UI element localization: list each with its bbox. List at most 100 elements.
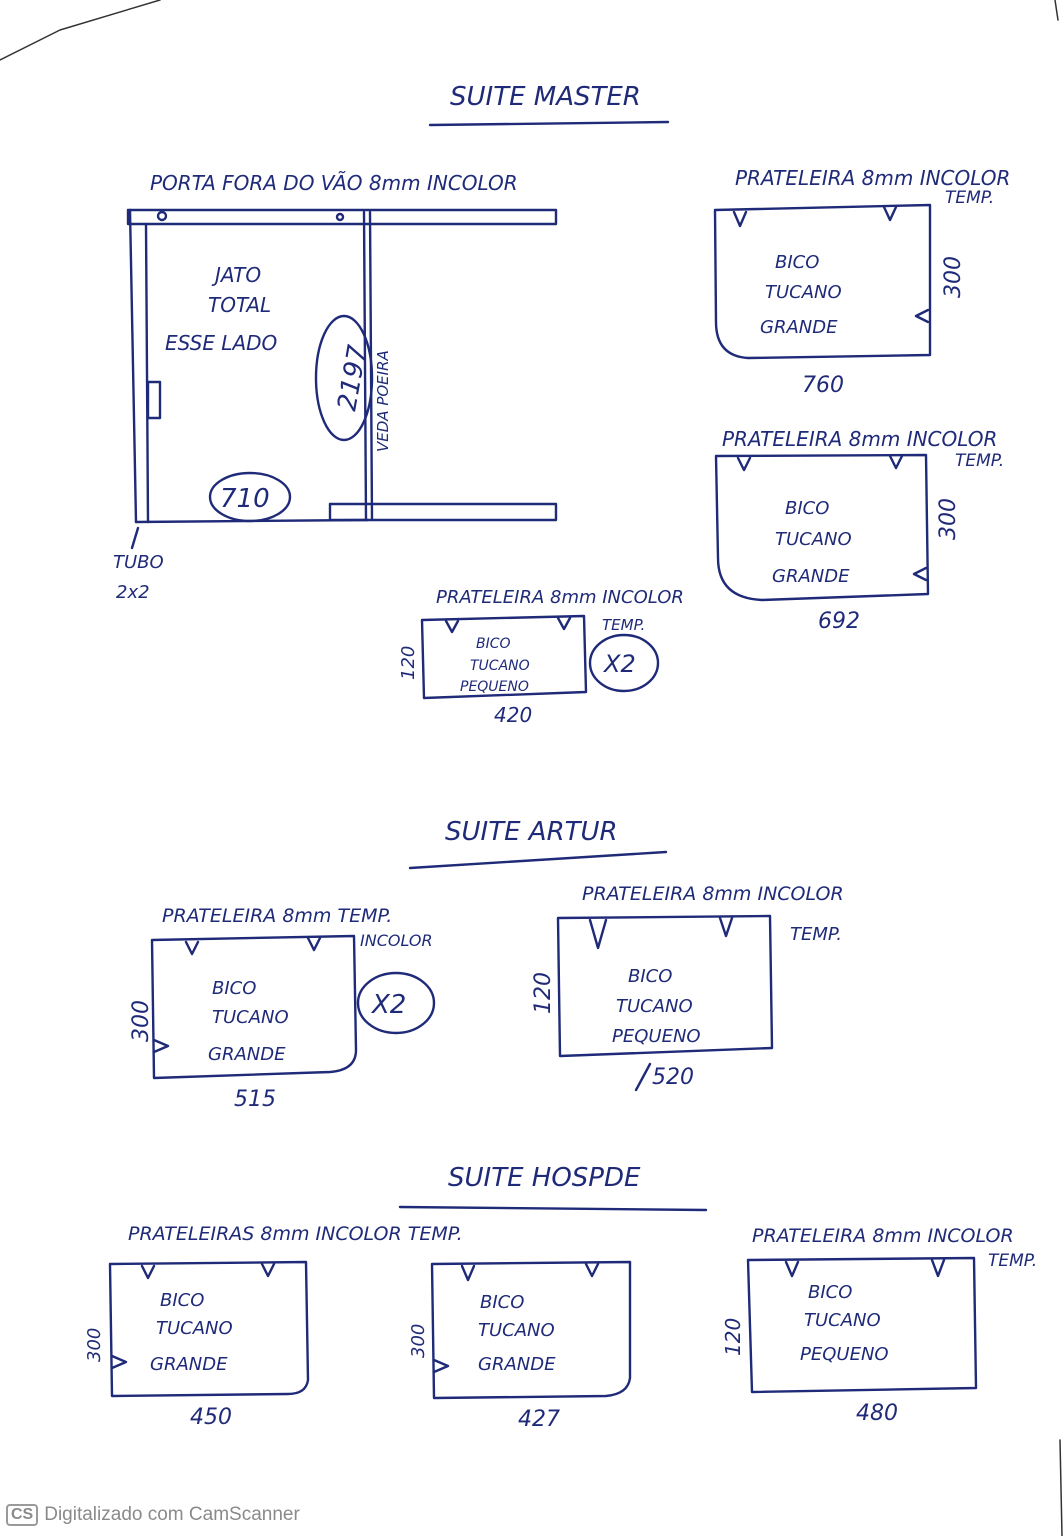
guest-pair-label: PRATELEIRAS 8mm INCOLOR TEMP.: [128, 1223, 463, 1245]
camscanner-logo-icon: CS: [6, 1504, 39, 1526]
shelf-line-2: TUCANO: [765, 282, 842, 303]
shelf-width: 450: [190, 1405, 232, 1430]
shelf-outline: [108, 1260, 310, 1398]
shelf-label-temp: TEMP.: [790, 924, 842, 945]
shelf-label-incolor: INCOLOR: [360, 931, 433, 950]
shelf-width: 692: [818, 609, 860, 634]
roller-right: [335, 212, 345, 222]
door-height: 2197: [332, 342, 373, 413]
master-shelf-2: PRATELEIRA 8mm INCOLOR TEMP. BICO TUCANO…: [714, 427, 1004, 634]
shelf-line-1: BICO: [480, 1292, 524, 1313]
shelf-label: PRATELEIRA 8mm INCOLOR: [436, 587, 684, 608]
tube-pointer: [130, 526, 140, 550]
shelf-label-temp: TEMP.: [602, 616, 645, 634]
guest-shelf-2: BICO TUCANO GRANDE 300 427: [408, 1260, 632, 1432]
shelf-outline: [430, 1260, 632, 1400]
shelf-line-3: GRANDE: [772, 566, 850, 587]
artur-shelf-1: PRATELEIRA 8mm TEMP. INCOLOR BICO TUCANO…: [129, 905, 436, 1112]
shelf-outline: [556, 914, 774, 1058]
shelf-height: 300: [84, 1328, 105, 1362]
shelf-width: 515: [234, 1087, 276, 1112]
sand-line-3: ESSE LADO: [165, 331, 277, 355]
height-circle: [314, 314, 374, 442]
sand-line-2: TOTAL: [208, 293, 271, 317]
shelf-label-temp: TEMP.: [988, 1251, 1037, 1271]
veda-poeira-line-1: [362, 210, 368, 522]
shelf-line-2: TUCANO: [775, 529, 852, 550]
width-circle: [208, 471, 292, 523]
shelf-width: 420: [494, 703, 532, 727]
qty-circle: [588, 633, 660, 693]
shelf-label: PRATELEIRA 8mm INCOLOR: [752, 1225, 1014, 1247]
shelf-line-2: TUCANO: [478, 1320, 555, 1341]
shelf-line-3: GRANDE: [150, 1354, 228, 1375]
shelf-line-2: TUCANO: [470, 658, 530, 674]
notch-marks: [432, 1262, 600, 1374]
shelf-label: PRATELEIRA 8mm INCOLOR: [582, 883, 844, 905]
tube-line-1: TUBO: [113, 552, 164, 573]
title-underline-artur: [408, 850, 668, 870]
shelf-qty: X2: [370, 990, 406, 1020]
master-shelf-1: PRATELEIRA 8mm INCOLOR TEMP. BICO TUCANO…: [713, 166, 1010, 398]
shelf-label: PRATELEIRA 8mm INCOLOR: [735, 166, 1010, 190]
shelf-outline: [713, 203, 932, 360]
door-width: 710: [220, 484, 270, 514]
shelf-line-3: PEQUENO: [460, 679, 529, 695]
shelf-qty: X2: [602, 650, 636, 678]
shelf-height: 120: [398, 646, 419, 680]
guest-shelf-1: BICO TUCANO GRANDE 300 450: [84, 1260, 310, 1430]
camscanner-footer: CS Digitalizado com CamScanner: [6, 1504, 300, 1526]
shelf-line-1: BICO: [808, 1282, 852, 1303]
notch-marks: [736, 454, 928, 582]
shelf-height: 300: [129, 1000, 154, 1042]
title-underline-master: [428, 120, 670, 127]
shelf-width: 427: [518, 1407, 560, 1432]
shelf-line-1: BICO: [785, 498, 829, 519]
shelf-line-3: GRANDE: [760, 317, 838, 338]
shelf-line-1: BICO: [212, 978, 256, 999]
roller-left: [156, 210, 168, 222]
shelf-line-2: TUCANO: [616, 996, 693, 1017]
tube-line-2: 2x2: [116, 582, 150, 603]
shelf-height: 120: [721, 1318, 745, 1356]
shelf-line-3: GRANDE: [208, 1044, 286, 1065]
notch-marks: [152, 936, 322, 1054]
shelf-height: 120: [531, 972, 556, 1014]
notch-marks: [588, 916, 734, 950]
width-tick: [634, 1062, 652, 1092]
door-left-edge: [144, 222, 150, 524]
artur-shelf-2: PRATELEIRA 8mm INCOLOR TEMP. BICO TUCANO…: [531, 883, 844, 1092]
shelf-line-1: BICO: [628, 966, 672, 987]
notch-marks: [110, 1262, 276, 1370]
title-suite-artur: SUITE ARTUR: [445, 817, 618, 847]
scan-edge-top-left: [0, 0, 161, 61]
shelf-width: 480: [856, 1401, 898, 1426]
title-underline-hospede: [398, 1205, 708, 1212]
notch-marks: [784, 1258, 946, 1278]
qty-circle: [356, 971, 436, 1035]
shelf-line-2: TUCANO: [804, 1310, 881, 1331]
shelf-height: 300: [408, 1324, 429, 1358]
shelf-line-2: TUCANO: [212, 1007, 289, 1028]
shelf-height: 300: [936, 498, 961, 540]
title-suite-master: SUITE MASTER: [450, 82, 641, 112]
tube-post: [128, 208, 138, 524]
scan-edge-top-right: [1054, 0, 1059, 21]
shelf-line-1: BICO: [160, 1290, 204, 1311]
camscanner-text: Digitalizado com CamScanner: [44, 1504, 300, 1525]
door-bottom-rail: [328, 502, 558, 522]
shelf-line-1: BICO: [775, 252, 819, 273]
shelf-label: PRATELEIRA 8mm TEMP.: [162, 905, 392, 927]
veda-poeira-label: VEDA POEIRA: [374, 350, 392, 452]
shelf-width: 760: [802, 373, 844, 398]
shelf-label-temp: TEMP.: [945, 188, 994, 208]
shelf-label: PRATELEIRA 8mm INCOLOR: [722, 427, 997, 451]
master-shelf-3: PRATELEIRA 8mm INCOLOR TEMP. BICO TUCANO…: [398, 587, 684, 727]
title-suite-hospede: SUITE HOSPDE: [448, 1163, 641, 1193]
shelf-line-2: TUCANO: [156, 1318, 233, 1339]
door-handle: [146, 380, 162, 420]
shelf-outline: [150, 934, 358, 1080]
shelf-outline: [420, 614, 588, 700]
shelf-height: 300: [941, 256, 966, 298]
